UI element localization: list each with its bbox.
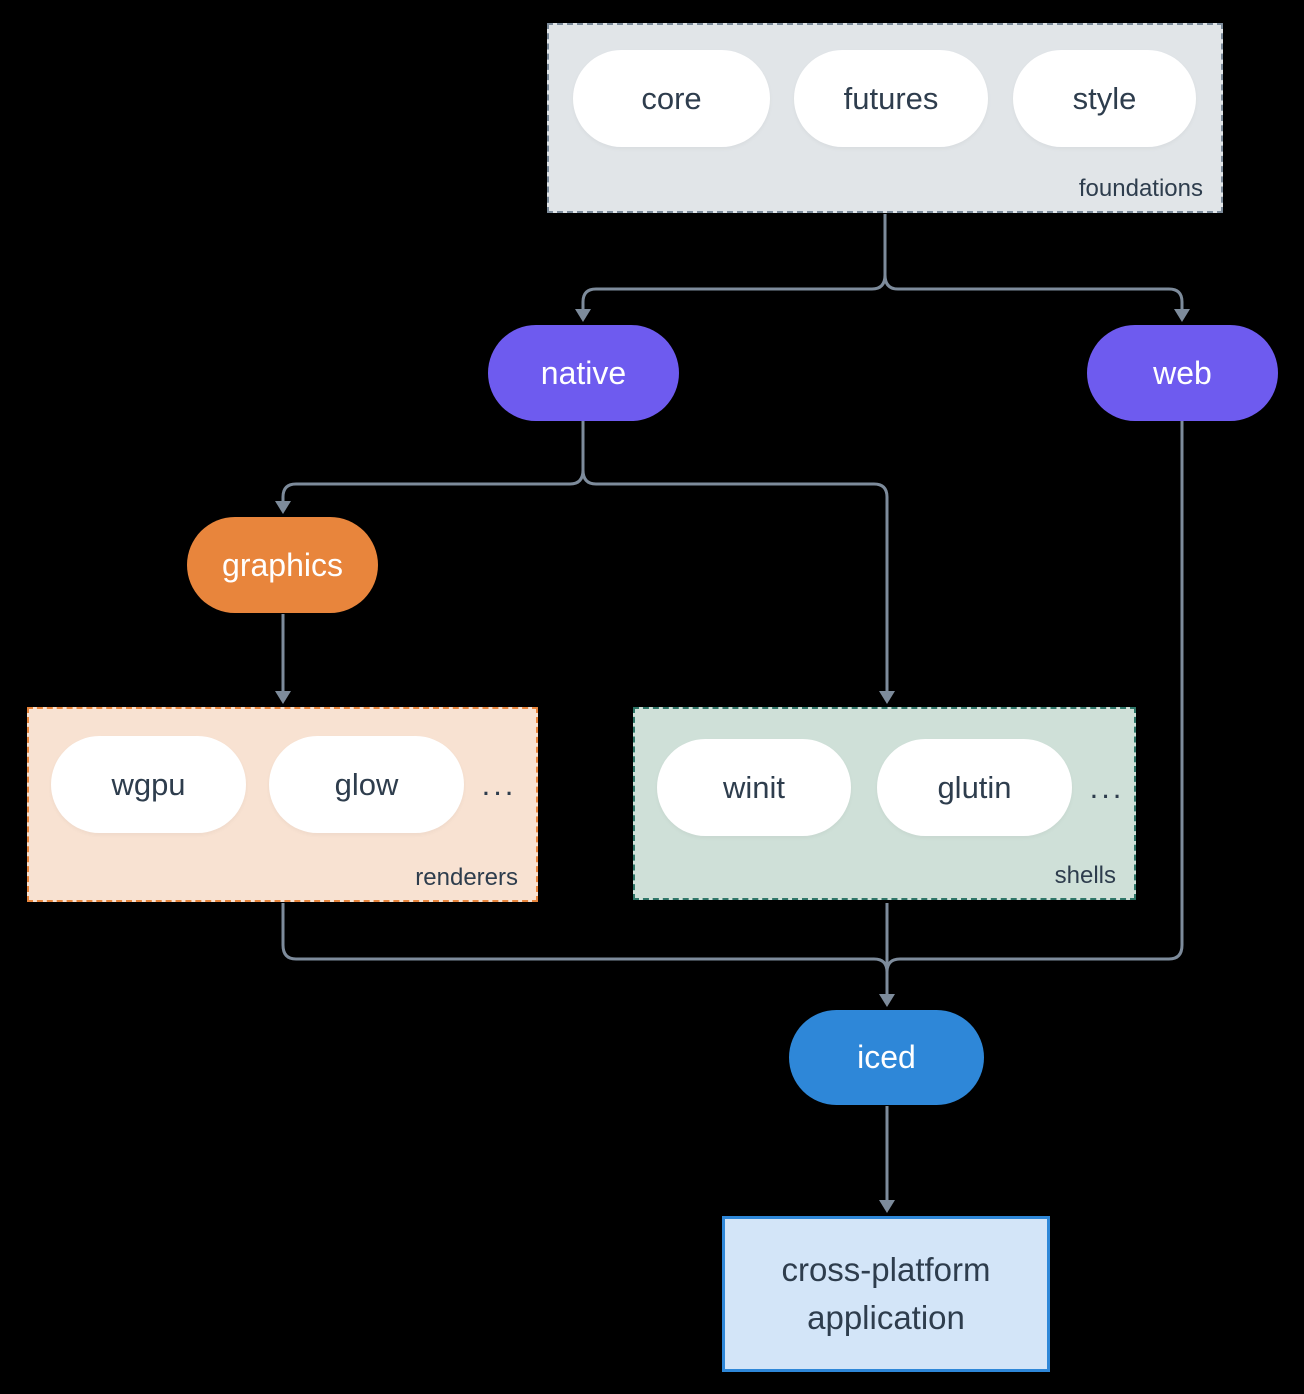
node-cross-platform-application: cross-platform application xyxy=(722,1216,1050,1372)
node-graphics: graphics xyxy=(187,517,378,613)
pill-futures: futures xyxy=(794,50,988,147)
ellipsis-shells: ... xyxy=(1089,769,1125,805)
pill-core: core xyxy=(573,50,770,147)
edge-foundations-web xyxy=(883,214,1184,310)
pill-winit: winit xyxy=(657,739,851,836)
arrowhead-renderers xyxy=(275,691,291,704)
edge-foundations-native xyxy=(581,214,887,310)
node-iced: iced xyxy=(789,1010,984,1105)
edge-renderers-iced xyxy=(281,903,889,982)
node-web: web xyxy=(1087,325,1278,421)
arrowhead-native xyxy=(575,309,591,322)
pill-glow: glow xyxy=(269,736,464,833)
group-label-renderers: renderers xyxy=(415,864,518,891)
pill-glutin: glutin xyxy=(877,739,1072,836)
group-foundations: core futures style foundations xyxy=(547,23,1223,213)
arrowhead-graphics xyxy=(275,501,291,514)
node-native: native xyxy=(488,325,679,421)
arrowhead-shells xyxy=(879,691,895,704)
arrowhead-web xyxy=(1174,309,1190,322)
pill-wgpu: wgpu xyxy=(51,736,246,833)
group-label-foundations: foundations xyxy=(1078,175,1203,202)
arrowhead-iced xyxy=(879,994,895,1007)
arrowhead-application xyxy=(879,1200,895,1213)
edge-native-shells xyxy=(581,421,889,692)
group-renderers: wgpu glow ... renderers xyxy=(27,707,538,902)
edge-native-graphics xyxy=(281,421,585,502)
pill-style: style xyxy=(1013,50,1196,147)
group-shells: winit glutin ... shells xyxy=(633,707,1136,900)
ellipsis-renderers: ... xyxy=(481,766,517,802)
group-label-shells: shells xyxy=(1054,862,1116,889)
